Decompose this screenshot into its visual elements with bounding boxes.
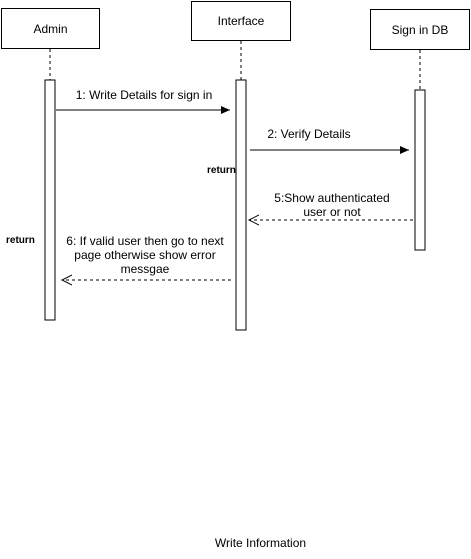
- lifeline-sign-in-db-label: Sign in DB: [391, 22, 449, 37]
- message-5-line-1: 5:Show authenticated: [274, 191, 390, 205]
- lifeline-sign-in-db[interactable]: Sign in DB: [370, 9, 470, 50]
- message-2-label: 2: Verify Details: [250, 127, 368, 141]
- message-6-line-1: 6: If valid user then go to next: [66, 234, 224, 248]
- message-5-line-2: user or not: [303, 205, 361, 219]
- lifeline-admin-label: Admin: [33, 21, 68, 36]
- message-6-label: 6: If valid user then go to next page ot…: [62, 234, 228, 276]
- message-6-line-3: messgae: [120, 262, 170, 276]
- message-2-line-1: 2: Verify Details: [267, 127, 351, 141]
- message-6-line-2: page otherwise show error: [74, 248, 216, 262]
- activation-bar-interface: [235, 79, 247, 331]
- message-1-label: 1: Write Details for sign in: [58, 88, 230, 102]
- activation-bar-sign-in-db: [414, 89, 426, 251]
- return-label-interface: return: [207, 165, 236, 176]
- message-1-line-1: 1: Write Details for sign in: [75, 88, 213, 102]
- lifeline-interface[interactable]: Interface: [191, 1, 291, 41]
- return-label-admin: return: [6, 235, 35, 246]
- lifeline-interface-label: Interface: [217, 14, 265, 28]
- activation-bar-admin: [44, 79, 56, 321]
- message-5-label: 5:Show authenticated user or not: [264, 191, 400, 219]
- lifeline-admin[interactable]: Admin: [1, 8, 100, 49]
- diagram-caption: Write Information: [214, 536, 307, 550]
